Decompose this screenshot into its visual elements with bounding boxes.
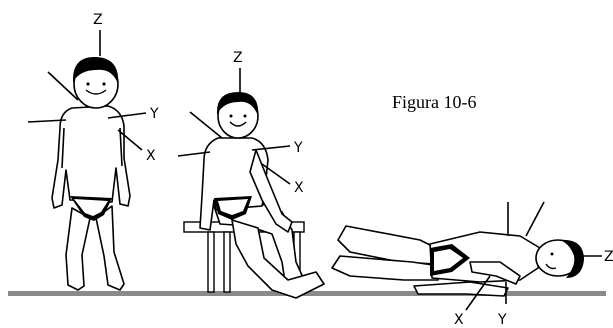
lying-x-axis-top [526,202,544,236]
lying-x-label: X [454,312,464,328]
chair-leg-center [224,232,230,292]
standing-z-label: Z [93,12,103,28]
standing-figure [52,57,130,290]
seated-x-label: X [294,180,304,196]
chair-leg-left [208,232,214,292]
lying-z-label: Z [604,249,613,265]
standing-x-label: X [146,148,156,164]
seated-y-label: Y [293,140,303,156]
lying-y-label: Y [497,312,507,328]
lying-figure [332,226,584,296]
seated-z-label: Z [233,50,243,66]
standing-y-label: Y [149,106,159,122]
